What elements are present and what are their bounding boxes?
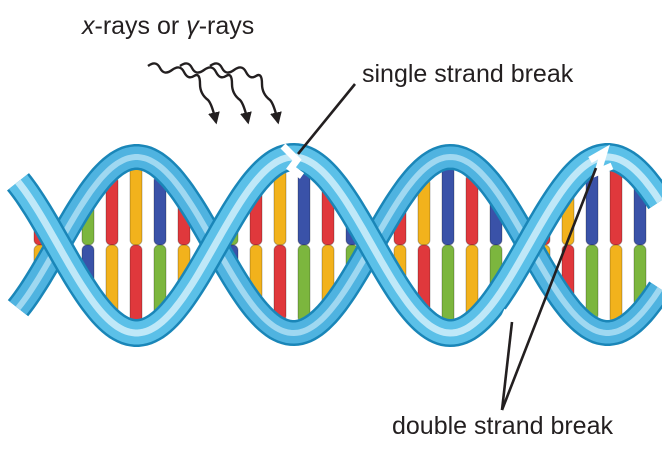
base-lower [442,245,454,324]
base-upper [130,166,142,245]
base-lower [274,245,286,321]
base-upper [442,166,454,245]
x-suffix: -rays or [95,12,187,40]
radiation-label: x-rays or γ-rays [82,14,254,39]
base-upper [610,167,622,245]
single-strand-break-label: single strand break [362,62,573,87]
base-upper [298,168,310,245]
base-upper [274,169,286,245]
base-lower [586,245,598,320]
double-strand-break-label: double strand break [392,414,613,439]
radiation-arrows [148,63,278,122]
base-lower [610,245,622,323]
base-lower [298,245,310,322]
x-symbol: x [82,12,95,40]
single-break-pointer [298,84,355,154]
wavy-arrow-3 [210,63,278,122]
wavy-arrow-1 [148,63,216,122]
base-lower [130,245,142,324]
gamma-suffix: -rays [199,12,255,40]
gamma-symbol: γ [186,12,199,40]
